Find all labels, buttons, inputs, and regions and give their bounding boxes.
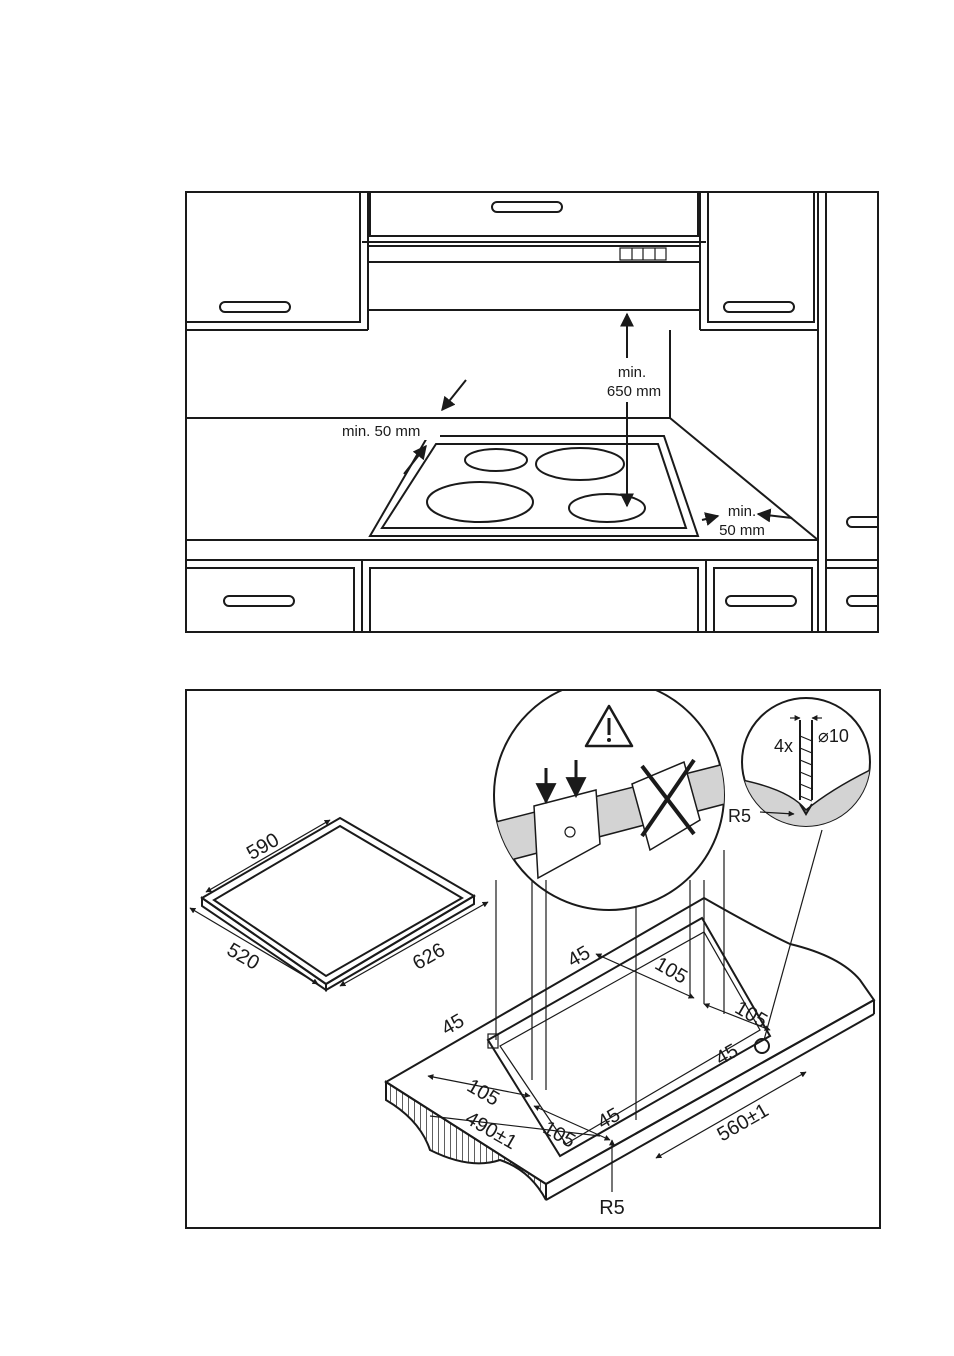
rear-clearance-label: min. 50 mm [342,423,420,440]
hood-clearance-label-line1: min. [618,364,646,381]
top-figure-frame [186,192,878,632]
screw-diameter-label: ⌀10 [818,726,849,746]
side-clearance-label-line1: min. [728,503,756,520]
screw-count-label: 4x [774,736,793,756]
cutout-corner-radius-label: R5 [599,1197,625,1219]
side-clearance-label-line2: 50 mm [719,522,765,539]
kitchen-clearance-figure: min. 650 mm min. 50 mm min. 50 mm [186,192,878,632]
screw-radius-label: R5 [728,806,751,826]
hood-clearance-label-line2: 650 mm [607,383,661,400]
cutout-dimension-figure: 590 520 626 [186,680,880,1228]
